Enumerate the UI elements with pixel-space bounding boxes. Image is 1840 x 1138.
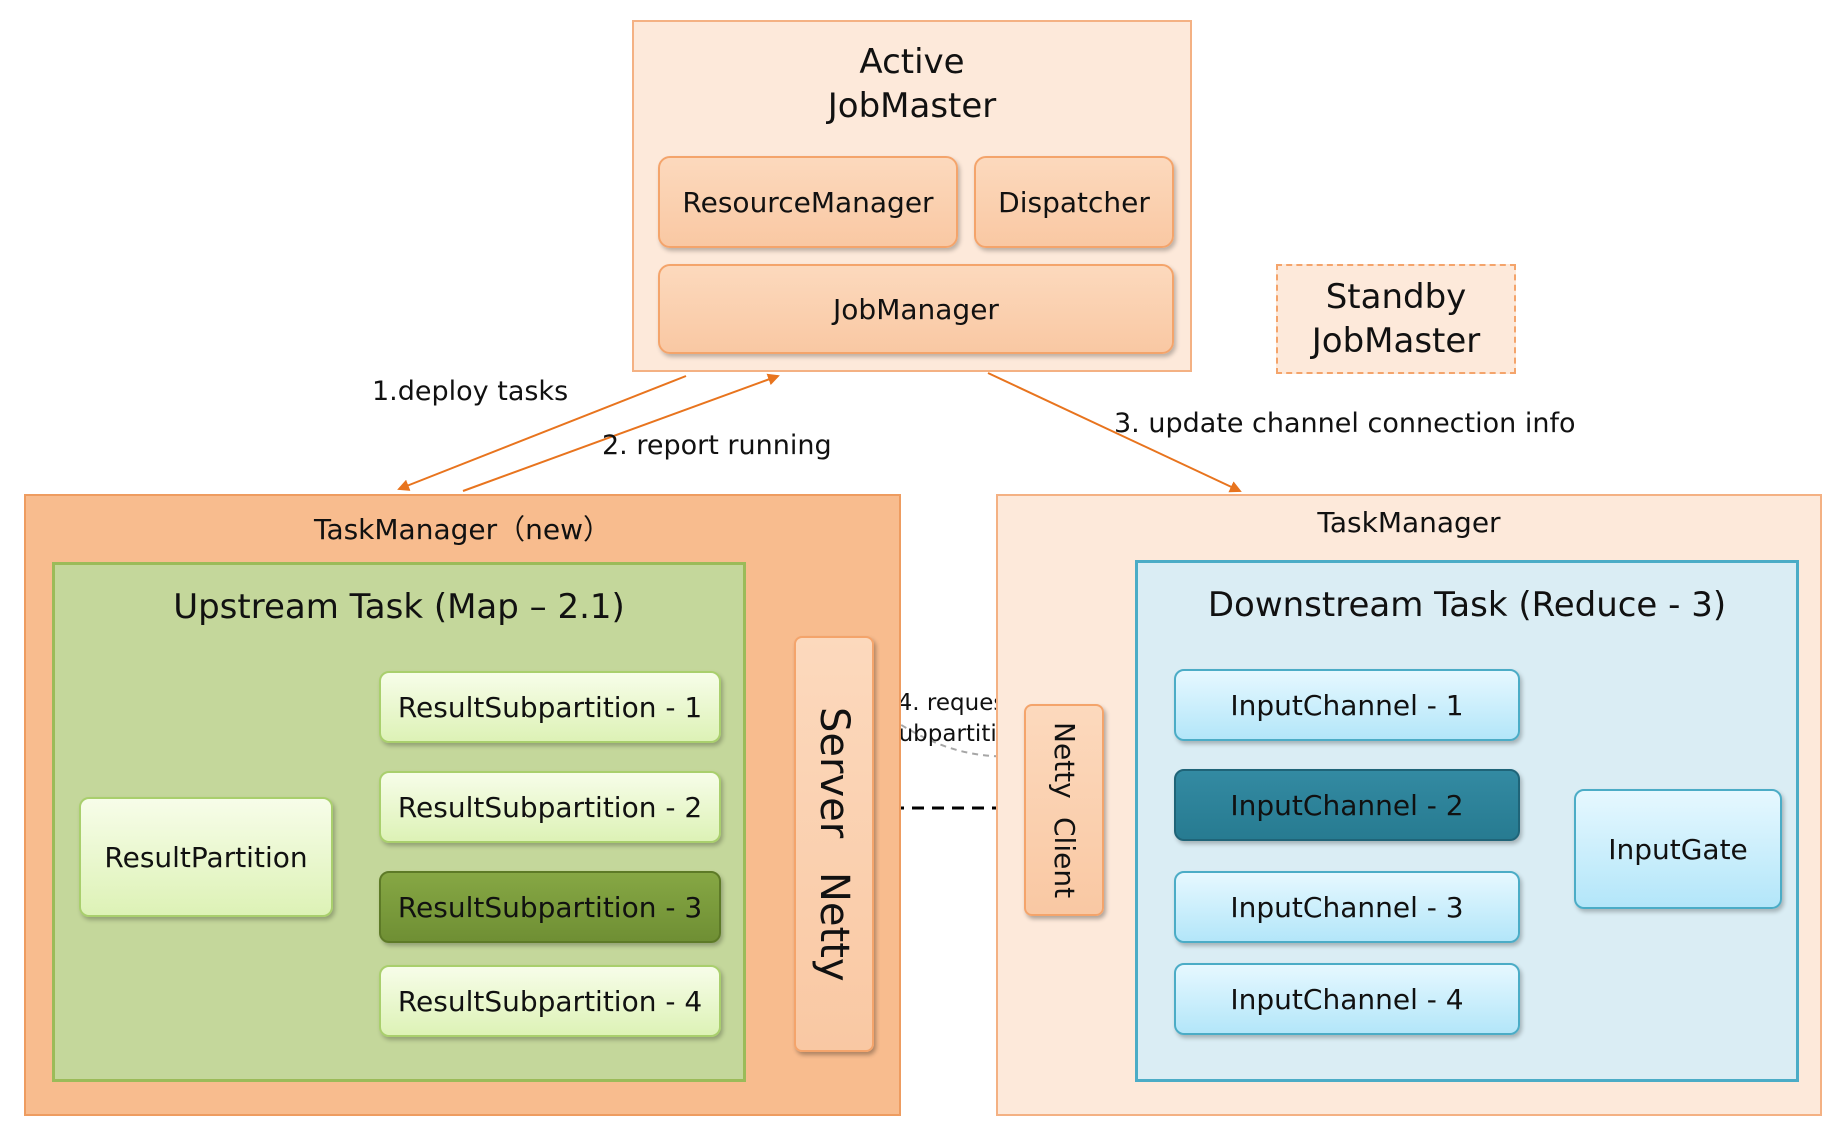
update-channel-label: 3. update channel connection info (1114, 408, 1576, 439)
upstream-task: Upstream Task (Map – 2.1) ResultPartitio… (52, 562, 746, 1082)
taskmanager: TaskManager Netty Client Downstream Task… (996, 494, 1822, 1116)
report-running-arrow (462, 373, 780, 492)
job-manager-box: JobManager (658, 264, 1174, 354)
result-partition-box: ResultPartition (79, 797, 333, 917)
standby-jobmaster: Standby JobMaster (1276, 264, 1516, 374)
input-channel-1: InputChannel - 1 (1174, 669, 1520, 741)
active-jobmaster: Active JobMaster ResourceManager Dispatc… (632, 20, 1192, 372)
result-subpartition-1: ResultSubpartition - 1 (379, 671, 721, 743)
jobmaster-title: Active JobMaster (827, 42, 997, 126)
taskmanager-new-title: TaskManager（new） (313, 513, 612, 546)
taskmanager-title: TaskManager (1317, 506, 1501, 539)
input-channel-3: InputChannel - 3 (1174, 871, 1520, 943)
downstream-task: Downstream Task (Reduce - 3) InputChanne… (1135, 560, 1799, 1082)
dispatcher-box: Dispatcher (974, 156, 1174, 248)
result-subpartition-3: ResultSubpartition - 3 (379, 871, 721, 943)
report-running-label: 2. report running (602, 430, 832, 461)
netty-server-box: Netty Server (794, 636, 874, 1052)
update-channel-arrow (987, 372, 1242, 493)
input-channel-2: InputChannel - 2 (1174, 769, 1520, 841)
taskmanager-new: TaskManager（new） Upstream Task (Map – 2.… (24, 494, 901, 1116)
result-subpartition-2: ResultSubpartition - 2 (379, 771, 721, 843)
resource-manager-box: ResourceManager (658, 156, 958, 248)
netty-client-box: Netty Client (1024, 704, 1104, 916)
upstream-task-title: Upstream Task (Map – 2.1) (173, 587, 625, 627)
input-gate-box: InputGate (1574, 789, 1782, 909)
input-channel-4: InputChannel - 4 (1174, 963, 1520, 1035)
deploy-tasks-arrow (397, 375, 687, 491)
downstream-task-title: Downstream Task (Reduce - 3) (1207, 585, 1727, 625)
deploy-tasks-label: 1.deploy tasks (372, 376, 569, 407)
result-subpartition-4: ResultSubpartition - 4 (379, 965, 721, 1037)
